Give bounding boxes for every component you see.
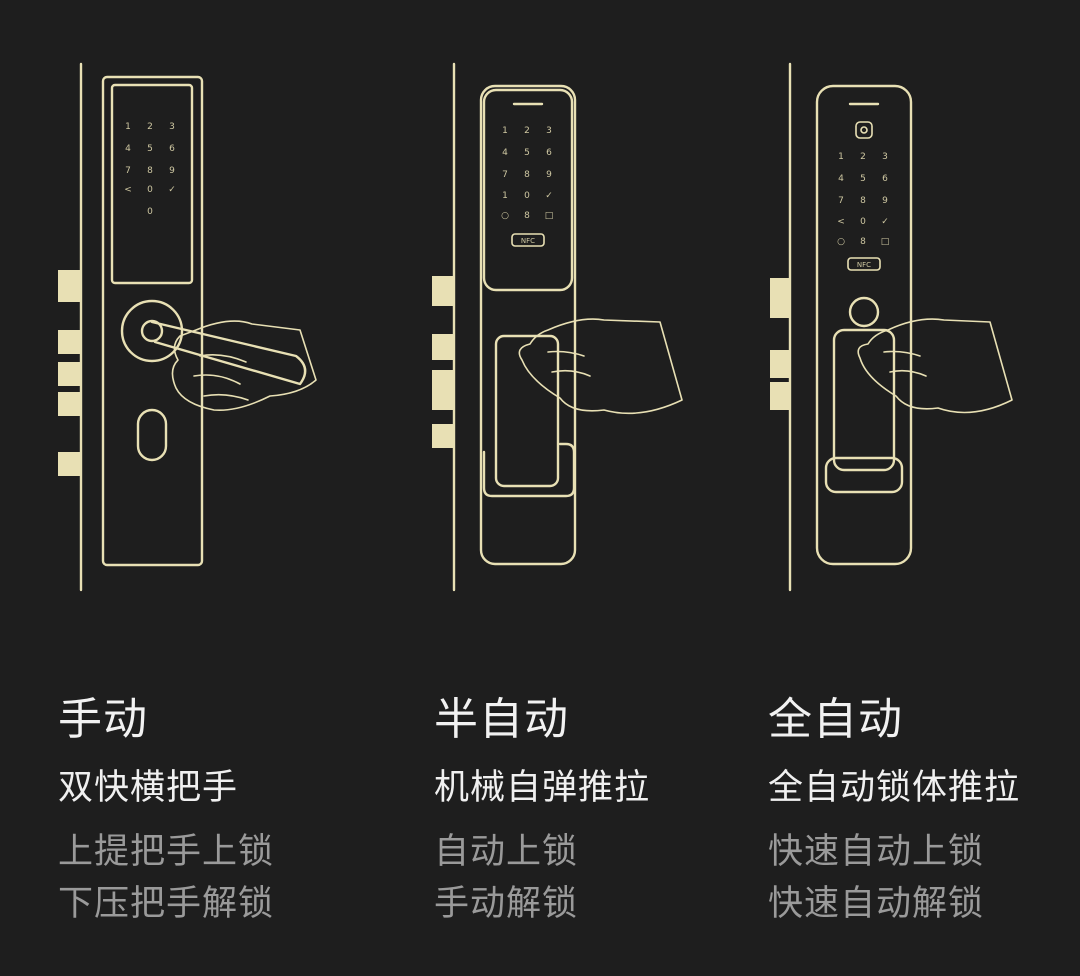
svg-text:5: 5	[524, 148, 530, 158]
svg-text:2: 2	[147, 122, 153, 132]
fingerprint-icon	[855, 121, 873, 139]
product-manual: 手动 双快横把手 上提把手上锁 下压把手解锁	[58, 690, 274, 930]
svg-text:2: 2	[524, 126, 530, 136]
svg-text:0: 0	[524, 191, 530, 201]
keypad-icon: 1 2 3 4 5 6 7 8 9 <0 ✓ 0	[124, 122, 176, 217]
svg-text:9: 9	[169, 166, 175, 176]
svg-text:NFC: NFC	[857, 261, 871, 269]
svg-text:9: 9	[882, 196, 888, 206]
hand-icon	[518, 318, 683, 415]
svg-text:✓: ✓	[881, 217, 889, 227]
latch-bolts-icon	[770, 278, 790, 410]
svg-text:<: <	[124, 185, 132, 195]
nfc-icon: NFC	[511, 233, 545, 247]
latch-bolts-icon	[432, 276, 454, 448]
feature-list: 上提把手上锁 下压把手解锁	[58, 826, 274, 930]
svg-text:4: 4	[838, 174, 844, 184]
lock-manual-illustration: 1 2 3 4 5 6 7 8 9 <0 ✓ 0	[58, 62, 317, 592]
svg-text:6: 6	[882, 174, 888, 184]
svg-text:8: 8	[524, 170, 530, 180]
svg-text:3: 3	[169, 122, 175, 132]
svg-text:<: <	[837, 217, 845, 227]
feature-item: 自动上锁	[434, 832, 579, 872]
keypad-icon: 1 2 3 4 5 6 7 8 9 <0 ✓ ○ 8 □	[837, 152, 889, 247]
product-subtitle: 双快横把手	[58, 768, 239, 808]
feature-list: 自动上锁 手动解锁	[434, 826, 650, 930]
svg-text:3: 3	[882, 152, 888, 162]
product-semi-auto: 半自动 机械自弹推拉 自动上锁 手动解锁	[434, 690, 650, 930]
svg-text:✓: ✓	[545, 191, 553, 201]
lock-illustrations: 1 2 3 4 5 6 7 8 9 <0 ✓ 0 1	[58, 62, 1013, 592]
feature-item: 上提把手上锁	[58, 832, 275, 872]
svg-text:0: 0	[147, 207, 153, 217]
hand-icon	[857, 318, 1013, 414]
svg-text:4: 4	[125, 144, 131, 154]
feature-item: 快速自动解锁	[768, 884, 985, 924]
svg-text:3: 3	[546, 126, 552, 136]
feature-item: 快速自动上锁	[768, 832, 985, 872]
product-full-auto: 全自动 全自动锁体推拉 快速自动上锁 快速自动解锁	[768, 690, 1020, 930]
product-subtitle: 机械自弹推拉	[434, 768, 651, 808]
lock-full-auto-illustration: 1 2 3 4 5 6 7 8 9 <0 ✓ ○ 8 □ NFC	[770, 62, 1013, 592]
svg-text:7: 7	[125, 166, 131, 176]
svg-text:5: 5	[147, 144, 153, 154]
hand-icon	[171, 320, 317, 412]
svg-text:4: 4	[502, 148, 508, 158]
product-title: 半自动	[434, 694, 569, 745]
svg-text:8: 8	[860, 196, 866, 206]
svg-text:8: 8	[147, 166, 153, 176]
svg-text:NFC: NFC	[521, 237, 535, 245]
svg-text:0: 0	[860, 217, 866, 227]
svg-text:6: 6	[169, 144, 175, 154]
svg-text:○: ○	[501, 211, 509, 221]
svg-text:7: 7	[838, 196, 844, 206]
product-subtitle: 全自动锁体推拉	[768, 768, 1021, 808]
svg-text:5: 5	[860, 174, 866, 184]
feature-list: 快速自动上锁 快速自动解锁	[768, 826, 1020, 930]
product-title: 手动	[58, 694, 148, 745]
svg-text:1: 1	[502, 126, 508, 136]
nfc-icon: NFC	[847, 257, 881, 271]
svg-text:6: 6	[546, 148, 552, 158]
svg-text:1: 1	[125, 122, 131, 132]
latch-bolts-icon	[58, 270, 80, 476]
feature-item: 下压把手解锁	[58, 884, 275, 924]
product-title: 全自动	[768, 694, 903, 745]
svg-text:8: 8	[860, 237, 866, 247]
svg-text:0: 0	[147, 185, 153, 195]
feature-item: 手动解锁	[434, 884, 579, 924]
svg-text:1: 1	[838, 152, 844, 162]
svg-text:○: ○	[837, 237, 845, 247]
svg-text:□: □	[545, 211, 554, 221]
svg-text:✓: ✓	[168, 185, 176, 195]
svg-text:8: 8	[524, 211, 530, 221]
svg-text:□: □	[881, 237, 890, 247]
svg-text:1: 1	[502, 191, 508, 201]
svg-text:2: 2	[860, 152, 866, 162]
svg-text:9: 9	[546, 170, 552, 180]
svg-text:7: 7	[502, 170, 508, 180]
